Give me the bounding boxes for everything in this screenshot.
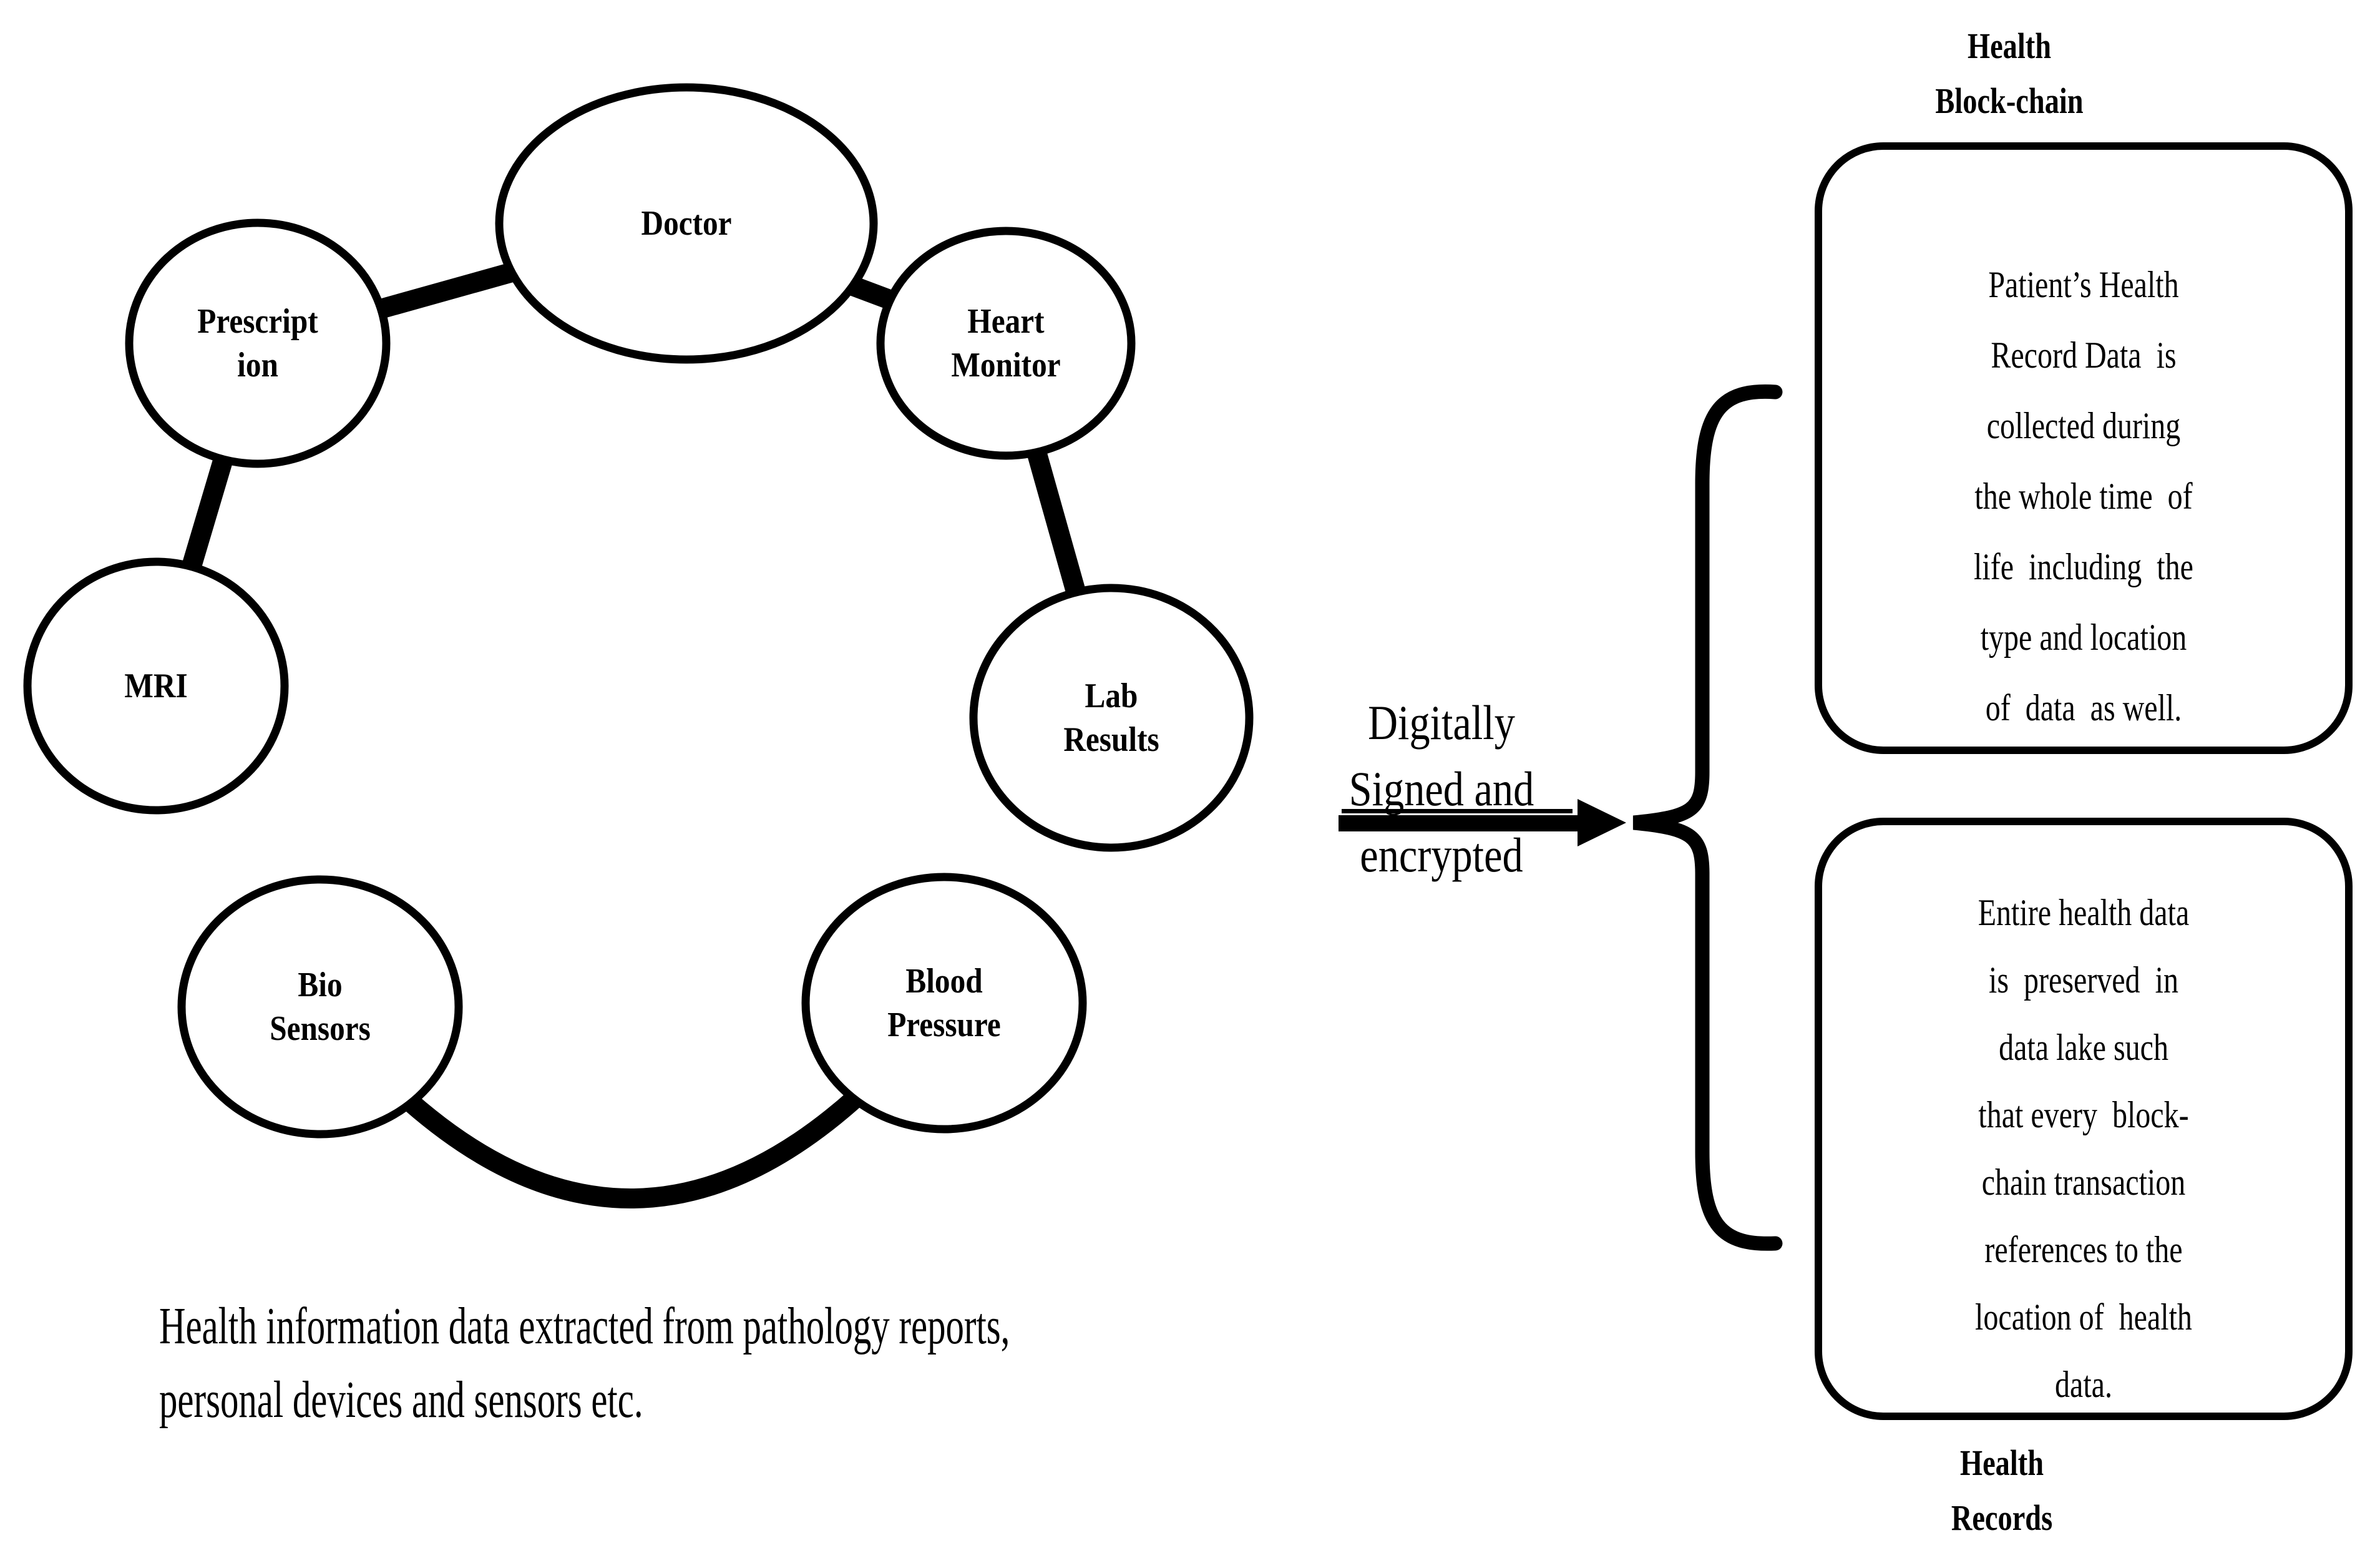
figure-caption: Health information data extracted from p… bbox=[159, 1297, 1010, 1429]
node-ellipse-lab-results bbox=[969, 584, 1254, 852]
node-label-heart-monitor: Heart Monitor bbox=[951, 302, 1061, 385]
node-label-bio-sensors: Bio Sensors bbox=[270, 966, 371, 1048]
health-blockchain-box: Patient’s Health Record Data is collecte… bbox=[1815, 142, 2353, 754]
node-ellipse-doctor bbox=[495, 83, 878, 364]
node-ellipse-heart-monitor bbox=[876, 227, 1136, 460]
node-ellipse-bio-sensors bbox=[177, 875, 463, 1139]
node-label-mri: MRI bbox=[124, 667, 188, 705]
node-label-blood-pressure: Blood Pressure bbox=[887, 962, 1001, 1044]
health-blockchain-label: Health Block-chain bbox=[1935, 26, 2084, 121]
node-ellipse-mri bbox=[23, 557, 289, 815]
health-records-box-text: Entire health data is preserved in data … bbox=[1975, 892, 2192, 1405]
health-records-box: Entire health data is preserved in data … bbox=[1815, 818, 2353, 1420]
arrow-label: Digitally Signed and encrypted bbox=[1349, 695, 1534, 882]
flow-arrow-shaft bbox=[1339, 815, 1581, 831]
node-label-doctor: Doctor bbox=[641, 204, 732, 243]
brace bbox=[1632, 384, 1783, 1251]
node-ellipse-blood-pressure bbox=[801, 873, 1087, 1134]
flow-arrow bbox=[1339, 799, 1626, 846]
node-ellipses bbox=[23, 83, 1254, 1139]
node-label-prescription: Prescript ion bbox=[197, 302, 318, 385]
node-label-lab-results: Lab Results bbox=[1063, 677, 1159, 759]
flow-arrow-overline bbox=[1342, 809, 1573, 813]
flow-arrow-head bbox=[1578, 799, 1626, 846]
health-records-label: Health Records bbox=[1951, 1443, 2053, 1538]
health-blockchain-box-text: Patient’s Health Record Data is collecte… bbox=[1974, 264, 2193, 728]
node-ellipse-prescription bbox=[125, 218, 391, 468]
